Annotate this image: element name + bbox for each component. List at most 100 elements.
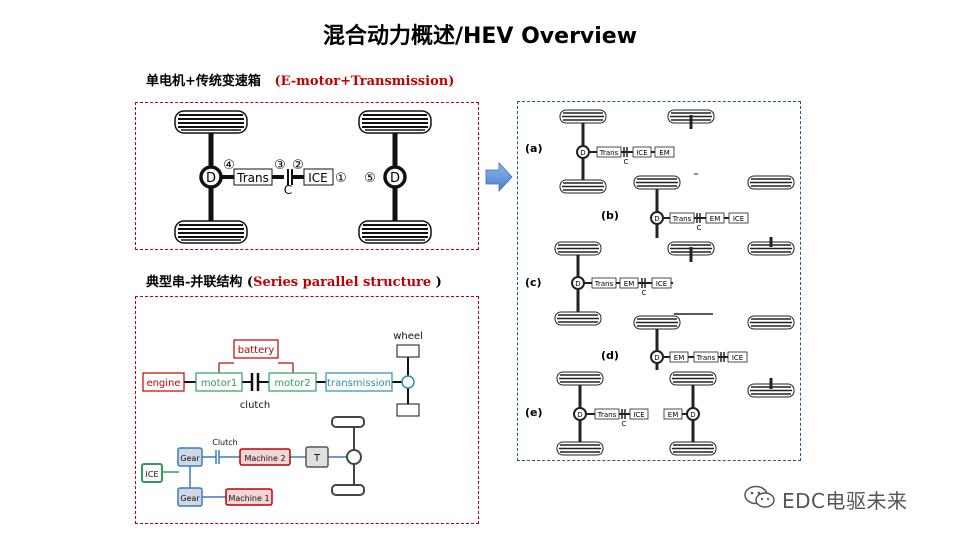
variant-b-label: (b) <box>601 209 619 222</box>
configurations-diagram: (a) D Trans C ICE EM (b) D Trans C EM IC <box>525 109 795 456</box>
variant-a-box2 <box>632 146 652 158</box>
variant-d-box1 <box>669 351 689 363</box>
variant-c-d: D <box>575 280 580 288</box>
marker-5: ⑤ <box>364 171 376 186</box>
gear-bottom-box <box>177 487 203 507</box>
section2-label-cn: 典型串-并联结构 ( <box>146 275 254 290</box>
section1-heading: 单电机+传统变速箱 (E-motor+Transmission) <box>146 70 454 89</box>
section2-label-close: ) <box>431 275 442 290</box>
variant-b-box2 <box>705 212 725 224</box>
ice-label: ICE <box>308 171 328 185</box>
variant-b-box1 <box>669 212 695 224</box>
variant-d-text1: EM <box>674 354 684 362</box>
motor1-label: motor1 <box>201 378 237 389</box>
trans-label: Trans <box>236 171 269 185</box>
gear-bottom-label: Gear <box>180 494 200 503</box>
machine1-box <box>225 488 273 506</box>
variant-a-text1: Trans <box>599 149 619 157</box>
variant-e-diff2 <box>686 407 700 421</box>
variant-e-diff1 <box>573 407 587 421</box>
variant-d-label: (d) <box>601 349 619 362</box>
clutch-label: C <box>284 183 292 197</box>
diff-left-label: D <box>206 171 216 186</box>
variant-d-text3: ICE <box>732 354 743 362</box>
series-parallel-diagram: engine motor1 battery motor2 transmissio… <box>141 331 423 507</box>
clutch-label-2: clutch <box>240 400 270 411</box>
clutch-small-label: Clutch <box>212 438 237 447</box>
configurations-panel: (a) D Trans C ICE EM (b) D Trans C EM IC <box>517 101 801 461</box>
gear-top-box <box>177 447 203 467</box>
ice-box <box>303 168 334 186</box>
tire-right-top <box>358 110 432 134</box>
variant-e-label: (e) <box>525 406 543 419</box>
arrow-right-icon <box>485 162 513 192</box>
ice-label-2: ICE <box>146 470 159 479</box>
variant-d-box2 <box>693 351 719 363</box>
variant-c-text1: Trans <box>594 280 614 288</box>
wheel-top <box>396 344 420 358</box>
differential-left <box>199 165 223 189</box>
transmission-box <box>325 372 393 392</box>
variant-c-label: (c) <box>525 276 542 289</box>
engine-label: engine <box>146 378 180 389</box>
wheel-label: wheel <box>393 331 423 342</box>
variant-e-text3: EM <box>668 411 678 419</box>
section1-label-cn: 单电机+传统变速箱 <box>146 74 261 89</box>
differential-right <box>383 165 407 189</box>
page-title: 混合动力概述/HEV Overview <box>322 24 638 49</box>
variant-e-box1 <box>594 408 620 420</box>
variant-a-label: (a) <box>525 142 542 155</box>
variant-a-text3: EM <box>659 149 669 157</box>
variant-c-box3 <box>651 277 672 289</box>
variant-a-c: C <box>624 158 629 166</box>
variant-a-box1 <box>596 146 622 158</box>
variant-e-text2: ICE <box>633 411 644 419</box>
marker-4: ④ <box>223 158 235 173</box>
variant-e-c: C <box>622 420 627 428</box>
t-label: T <box>313 453 321 464</box>
variant-c-box1 <box>591 277 617 289</box>
variant-d-d: D <box>654 354 659 362</box>
variant-b-d: D <box>654 215 659 223</box>
variant-a-text2: ICE <box>636 149 647 157</box>
trans-box <box>233 168 273 186</box>
variant-e-box2 <box>629 408 649 420</box>
ice-box-2 <box>141 463 163 483</box>
motor2-label: motor2 <box>274 378 310 389</box>
variant-c-diff <box>571 276 585 290</box>
variant-d-box3 <box>727 351 748 363</box>
variant-e-d2: D <box>690 411 695 419</box>
variant-c-box2 <box>619 277 639 289</box>
variant-b-text2: EM <box>710 215 720 223</box>
variant-b-text3: ICE <box>733 215 744 223</box>
marker-2: ② <box>292 158 304 173</box>
section1-label-en: (E-motor+Transmission) <box>274 74 455 89</box>
variant-b-text1: Trans <box>672 215 692 223</box>
variant-e-d1: D <box>577 411 582 419</box>
battery-label: battery <box>238 345 275 356</box>
wheel-bottom <box>396 403 420 417</box>
wechat-icon <box>744 485 775 508</box>
variant-a-diff <box>576 145 590 159</box>
rear-tire-top <box>331 416 365 428</box>
variant-a-box3 <box>654 146 675 158</box>
machine2-label: Machine 2 <box>244 454 285 463</box>
variant-d-diff <box>650 350 664 364</box>
section2-heading: 典型串-并联结构 (Series parallel structure ) <box>146 271 442 290</box>
series-parallel-panel: engine motor1 battery motor2 transmissio… <box>135 296 479 524</box>
gear-top-label: Gear <box>180 454 200 463</box>
variant-d-text2: Trans <box>696 354 716 362</box>
diff-right-label: D <box>390 171 400 186</box>
motor1-box <box>195 372 243 392</box>
single-motor-diagram: D Trans ICE C ④ ③ ② ① ⑤ D <box>174 110 432 244</box>
rear-hub <box>346 449 362 465</box>
tire-right-bottom <box>358 220 432 244</box>
marker-3: ③ <box>274 158 286 173</box>
single-motor-panel: D Trans ICE C ④ ③ ② ① ⑤ D <box>135 102 479 250</box>
tire-left-top <box>174 110 248 134</box>
variant-c-text3: ICE <box>656 280 667 288</box>
transmission-label: transmission <box>327 378 391 389</box>
variant-b-box3 <box>728 212 749 224</box>
variant-b-c: C <box>697 224 702 232</box>
variant-b-diff <box>650 211 664 225</box>
